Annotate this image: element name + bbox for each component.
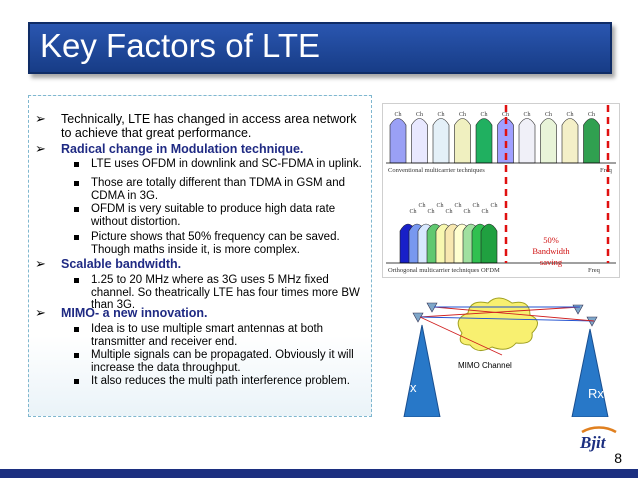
bullet-text: Picture shows that 50% frequency can be …: [91, 231, 340, 256]
signal-path: [419, 316, 595, 322]
square-bullet-icon: [74, 353, 79, 358]
bullet-text: LTE uses OFDM in downlink and SC-FDMA in…: [91, 158, 362, 170]
tx-label: Tx: [402, 380, 417, 395]
title-bar: Key Factors of LTE: [28, 22, 612, 74]
square-bullet-icon: [74, 162, 79, 167]
conventional-carrier: [454, 118, 471, 164]
bullet-text: Multiple signals can be propagated. Obvi…: [91, 349, 354, 374]
carrier-label: Ch: [566, 112, 573, 118]
bjit-logo: Bjit: [579, 426, 617, 452]
arrow-bullet-icon: ➢: [35, 111, 46, 126]
bullet-text: Those are totally different than TDMA in…: [91, 177, 345, 202]
conventional-carrier: [411, 118, 428, 164]
square-bullet-icon: [74, 327, 79, 332]
carrier-label: Ch: [418, 203, 425, 209]
carrier-label: Ch: [394, 112, 401, 118]
bullet-text: Technically, LTE has changed in access a…: [61, 112, 357, 140]
square-bullet-icon: [74, 235, 79, 240]
carrier-label: Ch: [463, 209, 470, 215]
antenna-icon: [572, 304, 584, 315]
carrier-label: Ch: [481, 209, 488, 215]
orthogonal-label: Orthogonal multicarrier techniques OFDM: [388, 267, 500, 274]
rx-tower: [571, 328, 609, 417]
rx-label: Rx: [588, 386, 604, 401]
carrier-label: Ch: [472, 203, 479, 209]
mimo-figure: Tx Rx MIMO Channel: [402, 297, 609, 417]
conventional-carrier: [583, 118, 600, 164]
conventional-carrier: [561, 118, 579, 164]
bullet-text: OFDM is very suitable to produce high da…: [91, 203, 336, 228]
tx-tower: [403, 324, 441, 417]
bullet-text: It also reduces the multi path interfere…: [91, 375, 350, 387]
arrow-bullet-icon: ➢: [35, 141, 46, 156]
conventional-carrier: [518, 118, 536, 164]
carrier-label: Ch: [437, 112, 444, 118]
antenna-icon: [586, 316, 598, 327]
bullet-text: MIMO- a new innovation.: [61, 306, 208, 320]
slide-title: Key Factors of LTE: [40, 27, 320, 64]
conventional-carrier: [540, 118, 557, 164]
carrier-label: Ch: [523, 112, 530, 118]
arrow-bullet-icon: ➢: [35, 256, 46, 271]
conventional-label: Conventional multicarrier techniques: [388, 167, 485, 174]
square-bullet-icon: [74, 181, 79, 186]
square-bullet-icon: [74, 379, 79, 384]
signal-path: [433, 306, 595, 322]
carrier-label: Ch: [502, 112, 509, 118]
saving-label: 50%: [543, 235, 559, 245]
carrier-label: Ch: [427, 209, 434, 215]
footer-bar: [0, 469, 638, 478]
square-bullet-icon: [74, 278, 79, 283]
bullet-text: 1.25 to 20 MHz where as 3G uses 5 MHz fi…: [91, 274, 360, 311]
bullet-content-box: ➢ Technically, LTE has changed in access …: [28, 95, 372, 417]
freq-label: Freq: [600, 167, 613, 174]
antenna-icon: [426, 302, 438, 313]
signal-path: [419, 316, 503, 356]
carrier-label: Ch: [490, 203, 497, 209]
conventional-carrier: [432, 118, 450, 164]
saving-label: Bandwidth: [532, 246, 570, 256]
ofdm-carrier: [480, 223, 498, 264]
carrier-label: Ch: [445, 209, 452, 215]
conventional-carrier: [475, 118, 493, 164]
carrier-label: Ch: [409, 209, 416, 215]
arrow-bullet-icon: ➢: [35, 305, 46, 320]
square-bullet-icon: [74, 207, 79, 212]
signal-path: [419, 306, 581, 318]
carrier-label: Ch: [545, 112, 552, 118]
carrier-label: Ch: [480, 112, 487, 118]
mimo-channel-cloud: [457, 297, 538, 351]
mimo-channel-label: MIMO Channel: [458, 361, 512, 370]
carrier-label: Ch: [588, 112, 595, 118]
logo-text: Bjit: [579, 433, 607, 452]
carrier-label: Ch: [459, 112, 466, 118]
freq-label: Freq: [588, 267, 601, 274]
carrier-label: Ch: [416, 112, 423, 118]
page-number: 8: [614, 450, 622, 466]
saving-label: saving: [540, 257, 563, 267]
bullet-text: Scalable bandwidth.: [61, 257, 182, 271]
carrier-label: Ch: [436, 203, 443, 209]
conventional-carrier: [389, 118, 407, 164]
bullet-text: Radical change in Modulation technique.: [61, 142, 304, 156]
carrier-label: Ch: [454, 203, 461, 209]
bullet-text: Idea is to use multiple smart antennas a…: [91, 323, 324, 348]
